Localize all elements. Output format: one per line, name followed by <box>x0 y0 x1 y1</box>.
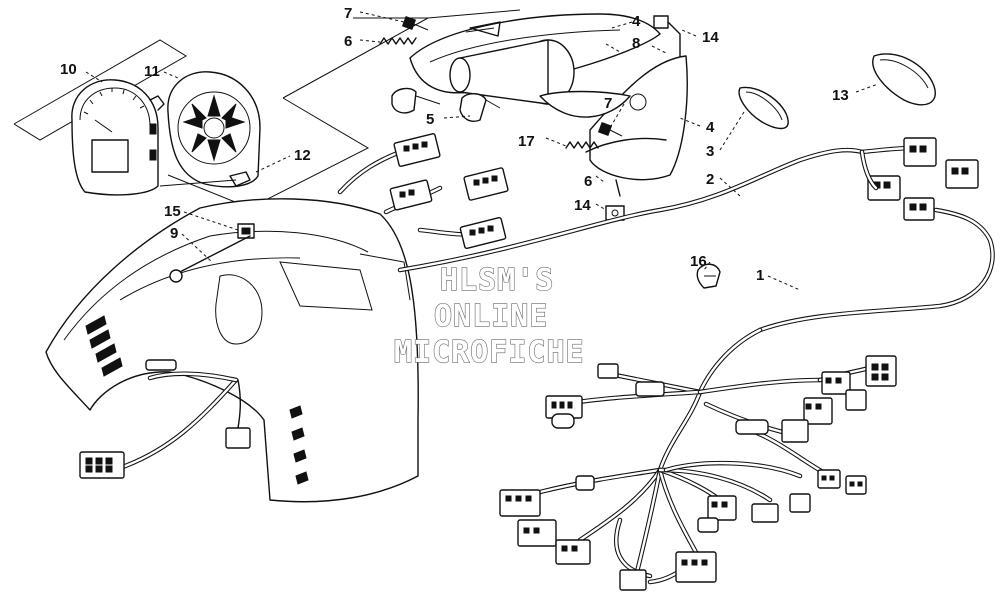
watermark-line-2: ONLINE <box>434 299 548 334</box>
gauge-box-lower <box>167 97 370 209</box>
callout-1: 1 <box>756 267 764 284</box>
wiring-harness-icon <box>499 327 897 591</box>
callout-8: 8 <box>632 35 640 52</box>
callout-12: 12 <box>294 147 311 164</box>
headlight-box-outline <box>353 9 521 19</box>
leader-12 <box>255 155 291 173</box>
harness-clip-icon <box>696 263 721 289</box>
callout-14-upper: 14 <box>702 29 719 46</box>
leader-8 <box>651 45 669 55</box>
clamp-ring-icon <box>738 53 936 130</box>
callout-16: 16 <box>690 253 707 270</box>
callout-6-upper: 6 <box>344 33 352 50</box>
callout-15: 15 <box>164 203 181 220</box>
headlight-assembly-group <box>353 9 688 221</box>
watermark-line-3: MICROFICHE <box>394 335 585 370</box>
callout-4-lower: 4 <box>706 119 715 136</box>
headlight-bucket-icon <box>539 55 688 181</box>
leader-lines <box>85 11 879 291</box>
upper-connectors-icon <box>337 133 509 250</box>
console-body-icon <box>45 198 419 503</box>
hood-panel-icon <box>409 13 661 105</box>
harness-2-icon <box>397 137 995 333</box>
callout-10: 10 <box>60 61 77 78</box>
adjuster-nut-icon <box>401 15 623 137</box>
gauge-assembly-group <box>13 17 429 209</box>
watermark: HLSM'S ONLINE MICROFICHE <box>393 262 585 370</box>
callout-7-lower: 7 <box>604 95 612 112</box>
callout-17: 17 <box>518 133 535 150</box>
callout-14-lower: 14 <box>574 197 591 214</box>
gauge-housing-icon <box>167 71 261 188</box>
bulb-socket-icon <box>391 87 501 122</box>
console-harness-icon <box>79 359 251 479</box>
tachometer-gauge-icon <box>71 79 165 196</box>
gauge-box-outline-right <box>282 17 429 99</box>
callout-6-lower: 6 <box>584 173 592 190</box>
callout-5: 5 <box>426 111 434 128</box>
callout-2: 2 <box>706 171 714 188</box>
spring-icon <box>379 37 599 149</box>
callout-3: 3 <box>706 143 714 160</box>
callout-4-upper: 4 <box>632 13 641 30</box>
callout-9: 9 <box>170 225 178 242</box>
callout-13: 13 <box>832 87 849 104</box>
callout-labels: 7 6 4 8 14 5 7 17 4 3 2 6 14 13 10 11 12… <box>60 5 849 284</box>
watermark-line-1: HLSM'S <box>440 263 554 298</box>
callout-7-upper: 7 <box>344 5 352 22</box>
callout-11: 11 <box>144 63 160 80</box>
gauge-box-outline <box>13 39 187 141</box>
